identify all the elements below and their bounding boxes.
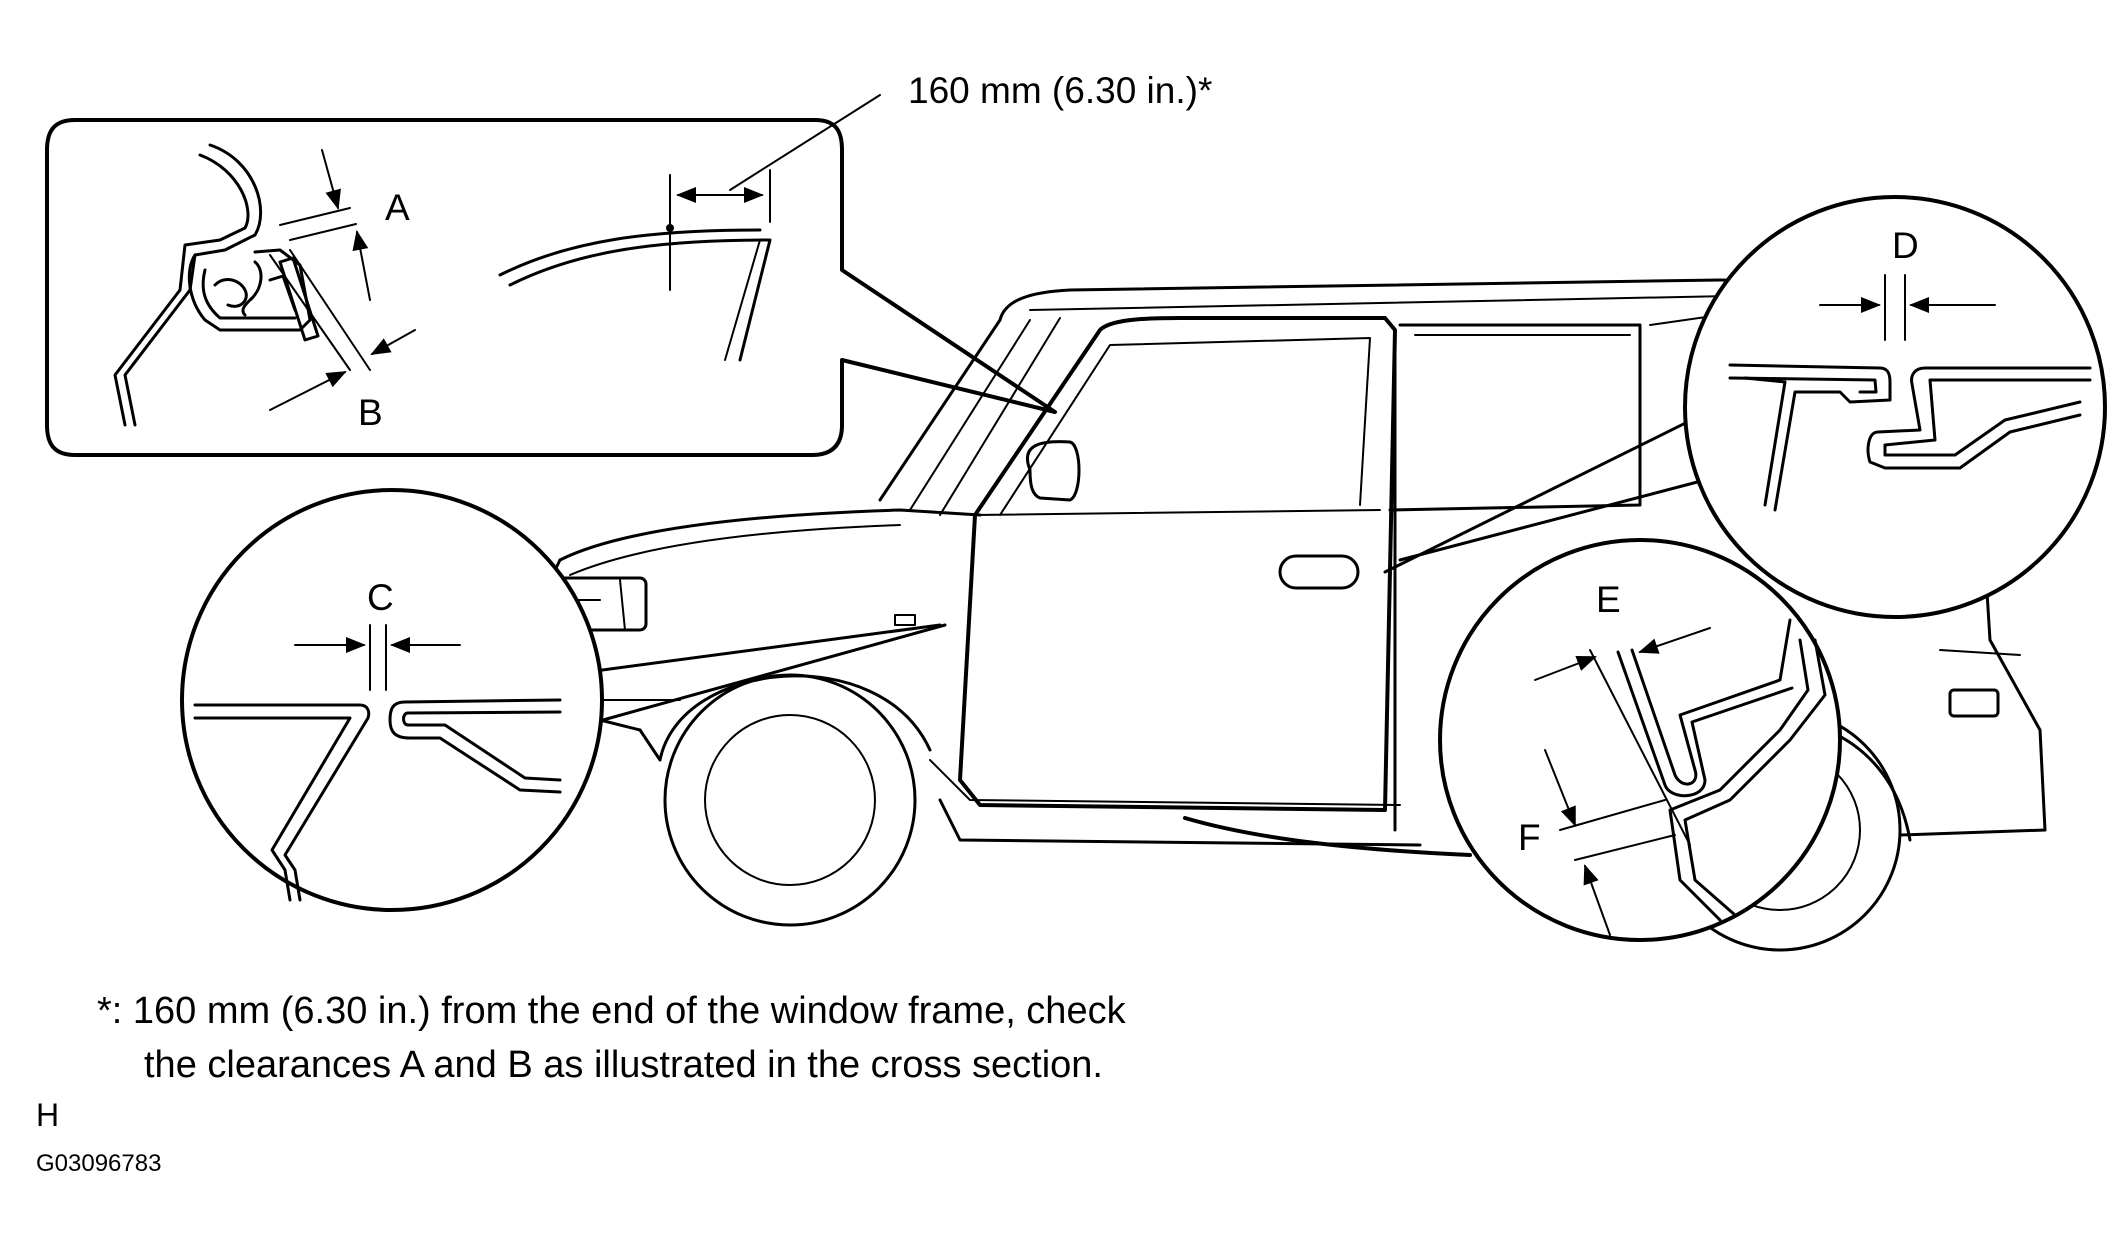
callout-b: B [358,392,383,433]
callout-a: A [385,187,410,228]
vehicle-outline [538,278,2047,952]
window-frame-inset [45,94,1057,457]
rocker-inset [1438,538,1842,942]
figure-id: G03096783 [36,1150,162,1177]
footnote-line-2: the clearances A and B as illustrated in… [144,1044,1103,1086]
callout-f: F [1518,817,1541,858]
callout-e: E [1596,579,1621,620]
corner-letter: H [36,1097,60,1133]
dimension-label: 160 mm (6.30 in.)* [908,70,1212,111]
callout-d: D [1892,225,1919,266]
rear-door-inset [1383,195,2107,619]
callout-c: C [367,577,394,618]
footnote-line-1: *: 160 mm (6.30 in.) from the end of the… [97,990,1126,1032]
front-fender-inset [180,488,947,912]
